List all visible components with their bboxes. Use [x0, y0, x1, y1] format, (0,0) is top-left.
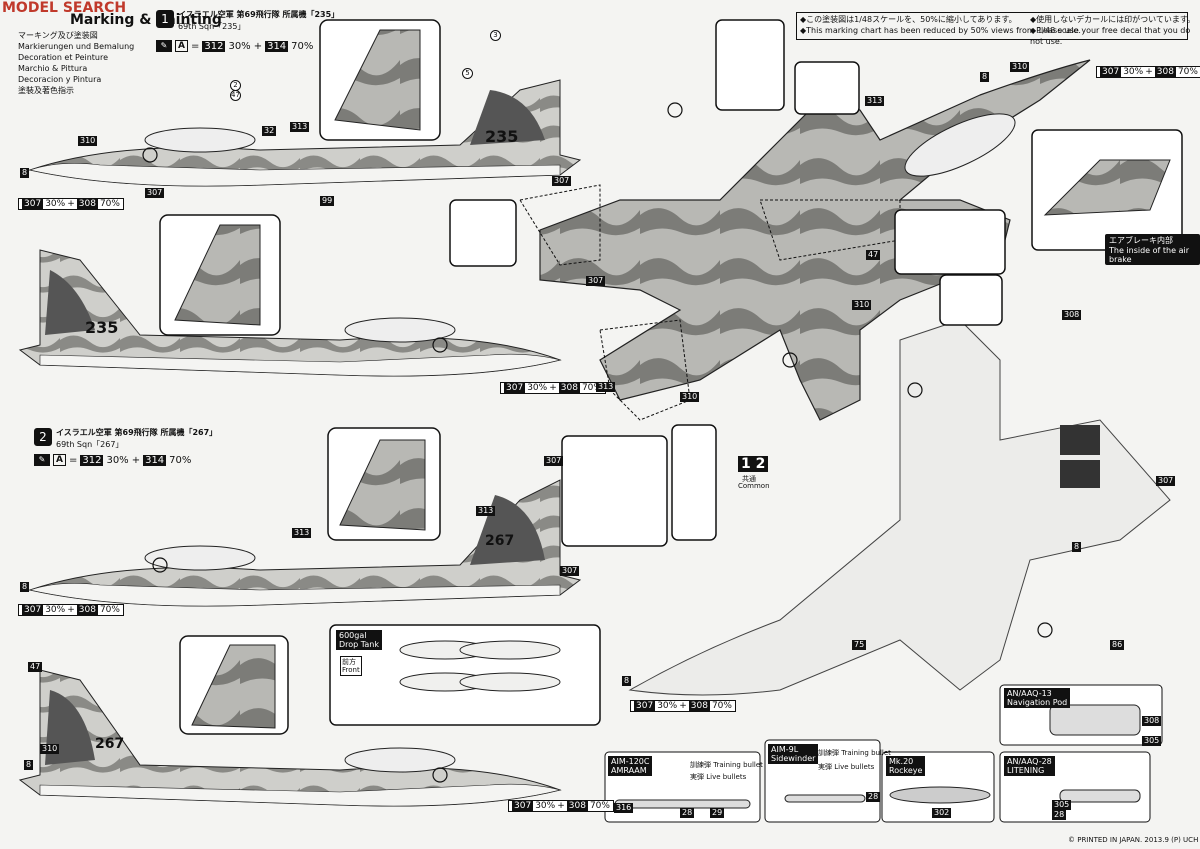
callout: 8: [980, 72, 990, 82]
side-view-235-bottom: 235: [18, 249, 562, 377]
callout: 47: [866, 250, 881, 260]
callout: 313: [596, 382, 616, 392]
callout: 310: [680, 392, 700, 402]
callout: 8: [20, 582, 30, 592]
nav-305: 305: [1142, 736, 1162, 746]
sidewinder-28: 28: [866, 792, 881, 802]
callout: 3: [490, 30, 501, 41]
callout: 310: [78, 136, 98, 146]
sidewinder-live-label: 実弾 Live bullets: [818, 763, 875, 771]
callout: 310: [40, 744, 60, 754]
watermark-logo: MODEL SEARCH: [2, 0, 127, 16]
callout: 307: [1156, 476, 1176, 486]
litening-28: 28: [1052, 810, 1067, 820]
callout: 313: [865, 96, 885, 106]
common-jp: 共通: [742, 475, 756, 483]
callout: 8: [1072, 542, 1082, 552]
footer-copyright: © PRINTED IN JAPAN. 2013.9 (P) UCH: [1068, 836, 1199, 844]
callout: 307: [560, 566, 580, 576]
callout: 307: [586, 276, 606, 286]
amraam-29: 29: [710, 808, 725, 818]
scale-notes: ◆この塗装図は1/48スケールを、50%に縮小してあります。 ◆This mar…: [800, 15, 1081, 35]
callout: 75: [852, 640, 867, 650]
svg-text:235: 235: [485, 127, 518, 146]
brush-icon: ✎: [34, 454, 50, 466]
callout: 313: [290, 122, 310, 132]
notes-frame: [796, 12, 1188, 40]
callout: 313: [476, 506, 496, 516]
amraam-live-label: 実弾 Live bullets: [690, 773, 747, 781]
callout: 47: [230, 90, 241, 101]
svg-text:235: 235: [85, 318, 118, 337]
callout: 8: [24, 760, 34, 770]
section-title: Marking & Painting: [70, 12, 222, 28]
scheme-1-badge: 1: [156, 10, 174, 28]
sidewinder-training-label: 訓練弾 Training bullet: [818, 749, 891, 757]
callout: 310: [852, 300, 872, 310]
callout: 307: [544, 456, 564, 466]
svg-text:267: 267: [485, 533, 514, 549]
side-view-235-top: 235: [28, 79, 582, 187]
amraam-316: 316: [614, 803, 634, 813]
callout: 32: [262, 126, 277, 136]
scheme-2-title-en: 69th Sqn「267」: [56, 440, 124, 449]
amraam-training-label: 訓練弾 Training bullet: [690, 761, 763, 769]
svg-text:267: 267: [95, 736, 124, 752]
amraam-28: 28: [680, 808, 695, 818]
rockeye-302: 302: [932, 808, 952, 818]
common-en: Common: [738, 482, 770, 490]
nav-308: 308: [1142, 716, 1162, 726]
bottom-view-aircraft: [628, 319, 1171, 696]
scheme-2-badge: 2: [34, 428, 52, 446]
callout: 307: [552, 176, 572, 186]
callout: 99: [320, 196, 335, 206]
scheme-1-title-jp: イスラエル空軍 第69飛行隊 所属機「235」: [178, 10, 340, 19]
side-view-267-bottom: 267: [18, 669, 562, 807]
callout: 8: [20, 168, 30, 178]
callout: 86: [1110, 640, 1125, 650]
scheme-1-title-en: 69th Sqn「235」: [178, 22, 246, 31]
callout: 5: [462, 68, 473, 79]
callout: 313: [292, 528, 312, 538]
litening-305: 305: [1052, 800, 1072, 810]
callout: 307: [145, 188, 165, 198]
unused-decal-notes: ◆使用しないデカールには印がついています。 ◆Please use your f…: [1030, 15, 1196, 46]
callout: 47: [28, 662, 43, 672]
callout: 310: [1010, 62, 1030, 72]
brush-icon: ✎: [156, 40, 172, 52]
languages-block: マーキング及び塗装図 Markierungen und Bemalung Dec…: [18, 31, 135, 95]
side-view-267-top: 267: [28, 479, 582, 607]
callout: 308: [1062, 310, 1082, 320]
callout: 8: [622, 676, 632, 686]
common-badge: 1 2: [738, 456, 769, 472]
scheme-2-title-jp: イスラエル空軍 第69飛行隊 所属機「267」: [56, 428, 218, 437]
